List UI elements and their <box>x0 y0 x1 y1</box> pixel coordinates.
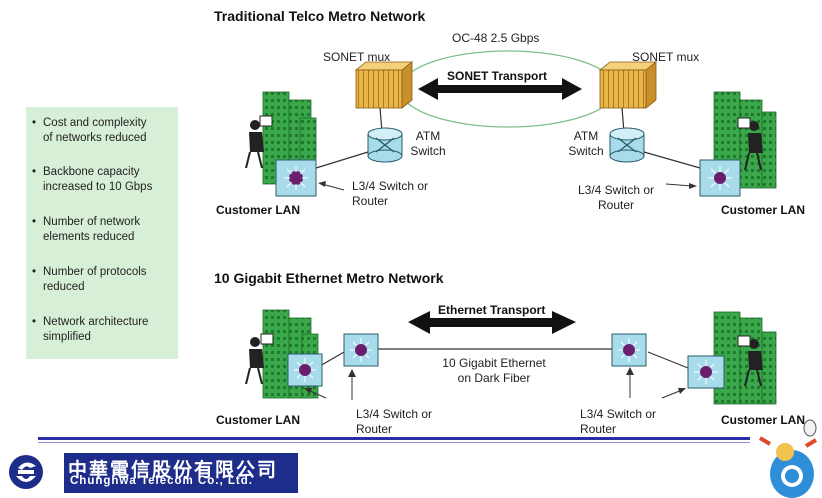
customer-lan-top-right: Customer LAN <box>721 203 806 217</box>
switch-bottom-right-edge <box>687 355 725 389</box>
sonet-mux-left <box>354 61 414 109</box>
switch-bottom-right-metro <box>611 333 647 367</box>
customer-lan-top-left: Customer LAN <box>216 203 301 217</box>
customer-lan-bottom-left: Customer LAN <box>216 413 301 427</box>
sonet-transport-arrow <box>418 78 582 100</box>
worker-bottom-left <box>245 333 274 385</box>
ethernet-transport-label: Ethernet Transport <box>436 303 548 317</box>
l34-switch-top-left <box>275 159 317 197</box>
sonet-mux-left-label: SONET mux <box>323 50 391 64</box>
l34-switch-top-right <box>699 159 741 197</box>
ethernet-transport-arrow <box>408 311 576 334</box>
footer-divider <box>38 437 750 440</box>
company-name-english: Chunghwa Telecom Co., Ltd. <box>70 475 253 487</box>
switch-bottom-left-edge <box>287 353 323 387</box>
mascot-icon <box>758 419 818 498</box>
company-logo-banner <box>64 453 298 493</box>
traditional-network-title: Traditional Telco Metro Network <box>214 8 426 24</box>
switch-bottom-left-metro <box>343 333 379 367</box>
worker-top-right <box>737 117 763 171</box>
footer-divider-thin <box>38 442 750 443</box>
oc48-label: OC-48 2.5 Gbps <box>452 31 540 45</box>
company-name-chinese: 中華電信股份有限公司 <box>68 460 279 481</box>
sonet-mux-right-label: SONET mux <box>632 50 700 64</box>
worker-bottom-right <box>737 335 763 387</box>
worker-top-left <box>245 115 273 169</box>
atm-switch-right <box>609 127 645 163</box>
atm-switch-left <box>367 127 403 163</box>
customer-lan-bottom-right: Customer LAN <box>721 413 806 427</box>
gige-network-title: 10 Gigabit Ethernet Metro Network <box>214 270 444 286</box>
chunghwa-logo-icon <box>9 455 43 489</box>
sonet-mux-right <box>598 61 658 109</box>
sonet-transport-label: SONET Transport <box>447 69 548 83</box>
